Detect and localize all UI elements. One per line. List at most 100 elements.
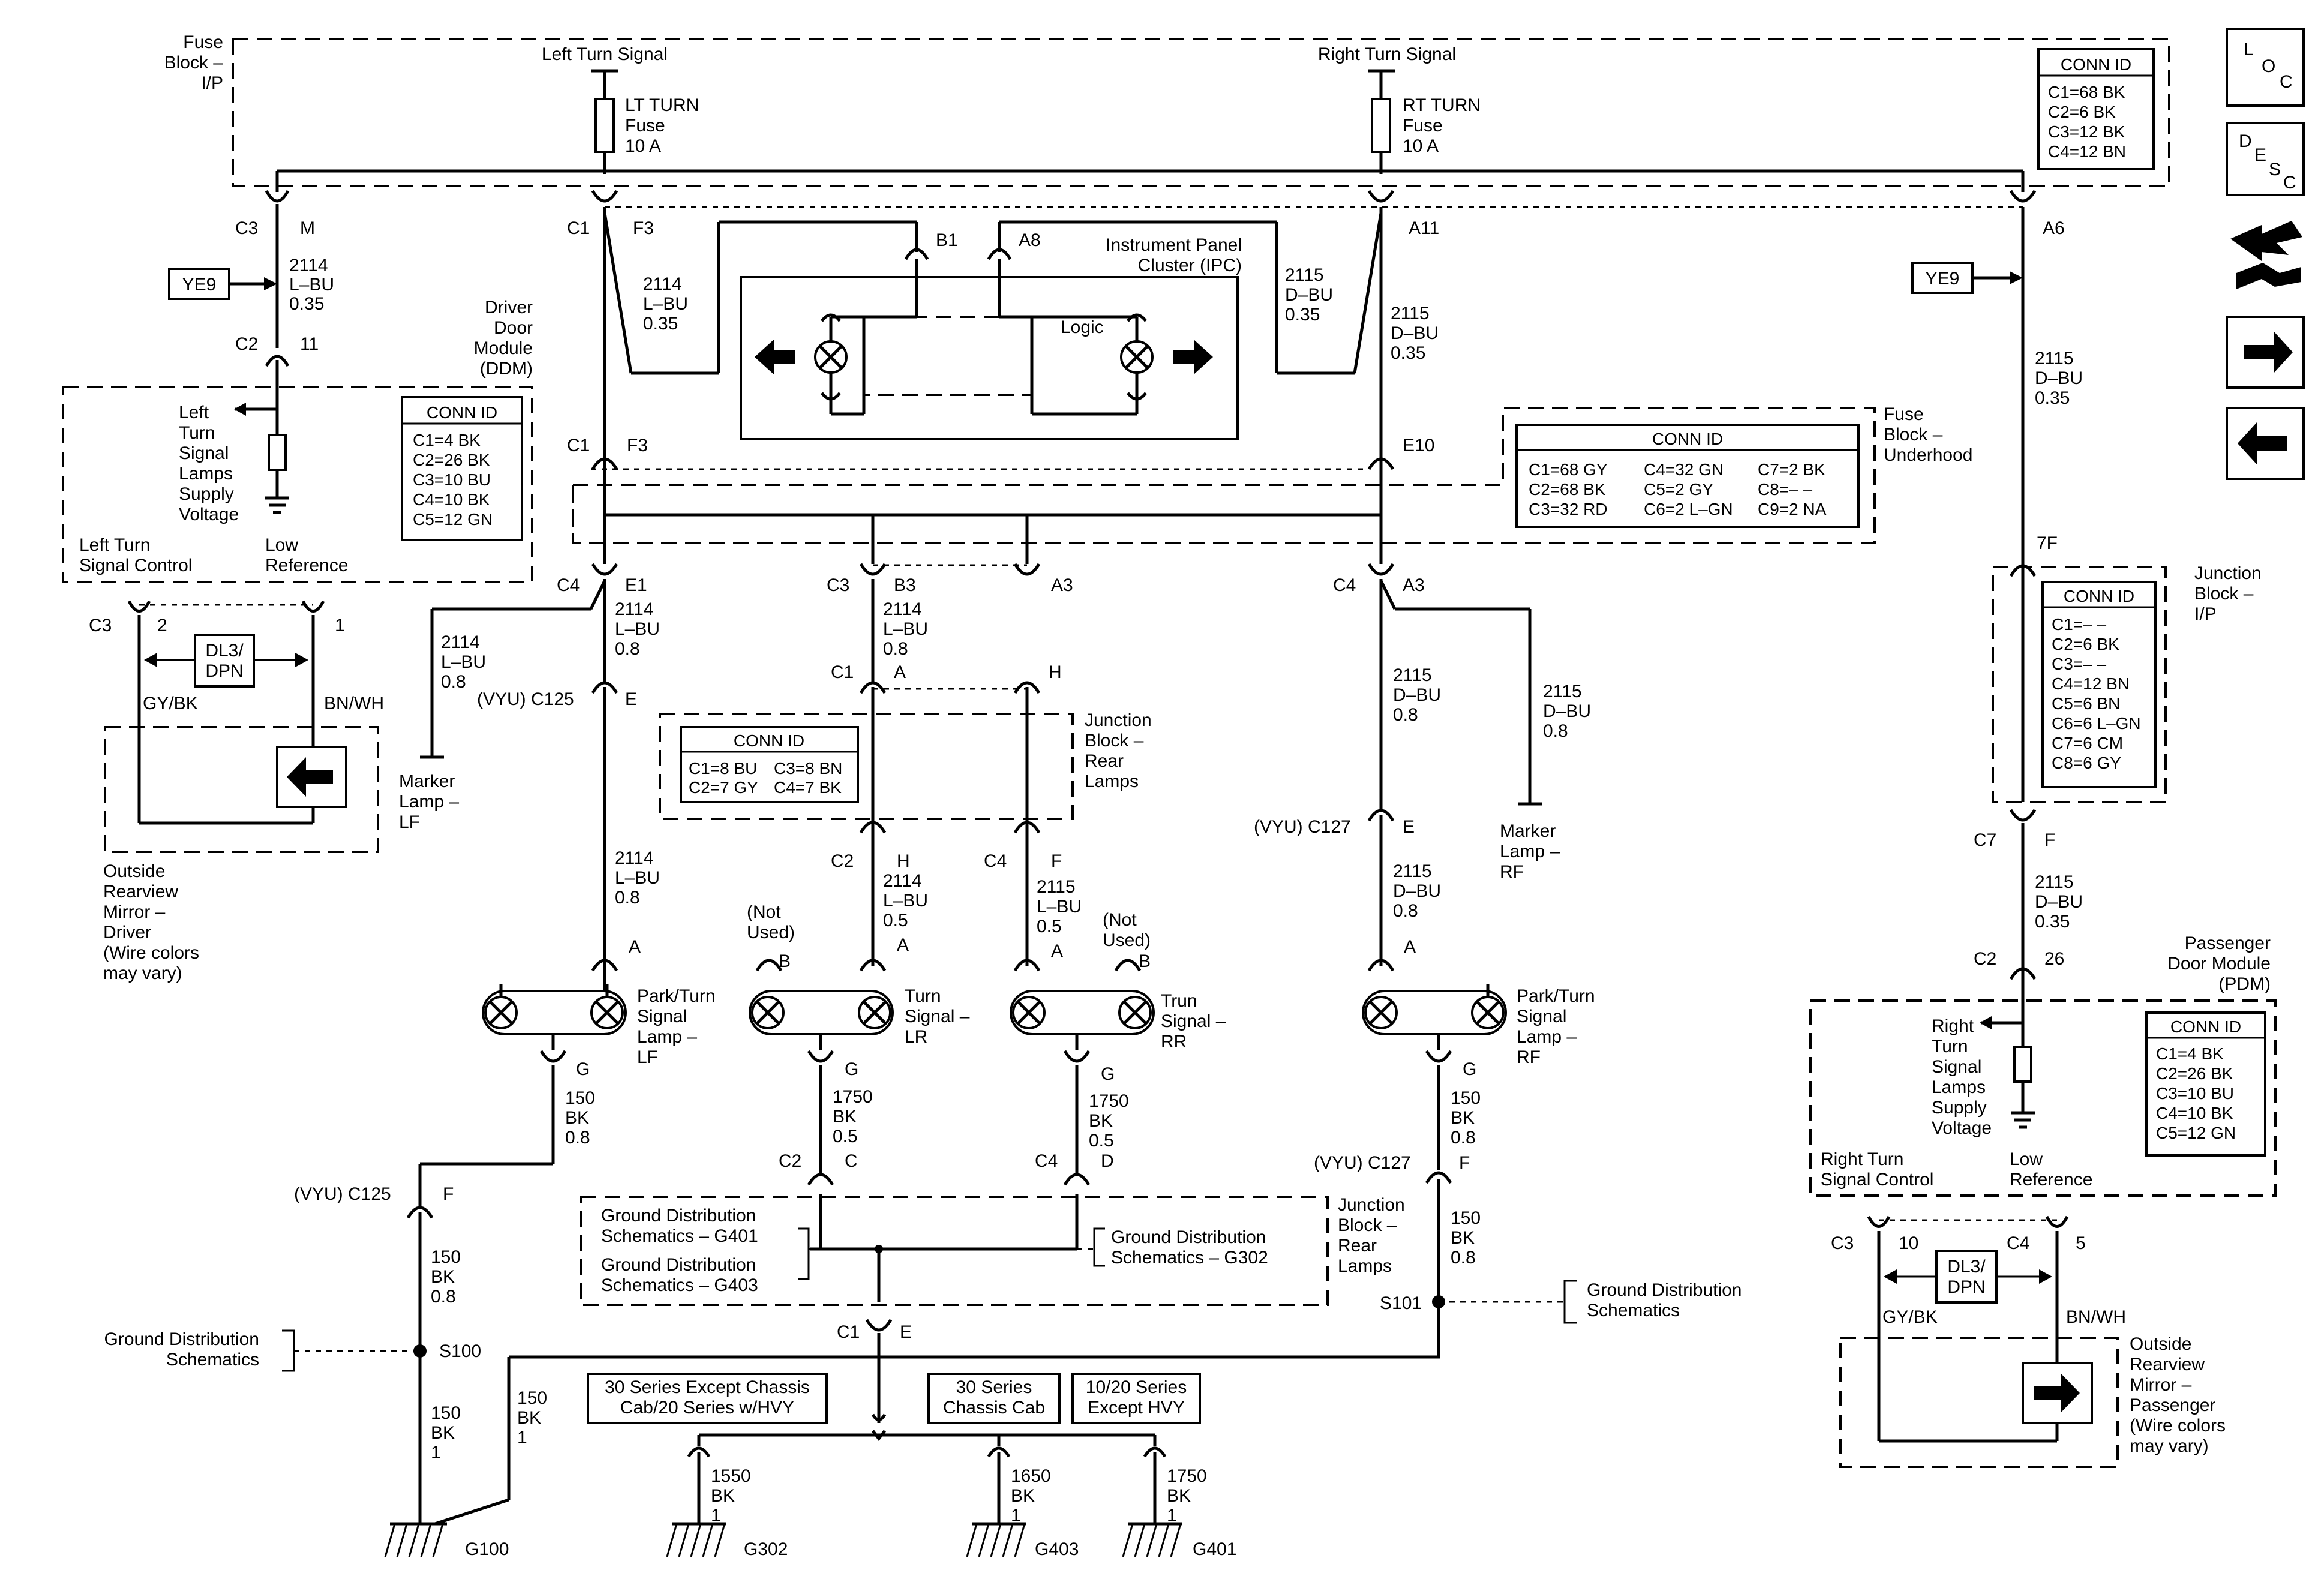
instrument-panel-cluster: B1 A8 Instrument Panel Cluster (IPC) Log… xyxy=(719,220,1242,440)
ddm-supply-1: Left xyxy=(179,403,209,422)
g403-wire-size: 1 xyxy=(1011,1506,1021,1526)
lt-turn-fuse-label-2: Fuse xyxy=(625,116,665,136)
jb-ip-conn-c4: C4=12 BN xyxy=(2052,674,2130,693)
ddm-control-1: Left Turn xyxy=(79,535,150,555)
pass-mirror-c4: C4 xyxy=(2007,1233,2029,1253)
lr-not-used-1: (Not xyxy=(747,902,781,922)
lf-wire-2-size: 0.8 xyxy=(615,888,640,908)
pass-mirror-label-2: Rearview xyxy=(2130,1355,2205,1374)
rr-c4: C4 xyxy=(984,851,1007,871)
rf-pin-g: G xyxy=(1463,1059,1476,1079)
driver-mirror-label-5: (Wire colors xyxy=(103,943,199,963)
pdm-lowref-1: Low xyxy=(2010,1149,2043,1169)
conn-c2-ddm: C2 xyxy=(235,334,258,354)
jb-ip-label-2: Block – xyxy=(2194,584,2254,604)
pdm-conn-2: C2=26 BK xyxy=(2156,1064,2233,1083)
fuse-block-ip-conn-id-title: CONN ID xyxy=(2061,55,2131,74)
ddm-label-4: (DDM) xyxy=(480,359,533,379)
loc-icon[interactable]: L O C xyxy=(2226,28,2305,107)
lr-wire-2-color: L–BU xyxy=(883,891,928,911)
marker-lf-label-3: LF xyxy=(399,812,420,832)
option-c-label-2: Except HVY xyxy=(1088,1398,1185,1418)
driver-mirror-label-6: may vary) xyxy=(103,963,182,983)
jb-rear-lower-label-2: Block – xyxy=(1338,1215,1397,1235)
rf-gnd-pin-f: F xyxy=(1459,1153,1470,1173)
g100-wire-3: 150 xyxy=(517,1388,547,1408)
pdm-wire-1: 2115 xyxy=(2035,349,2074,368)
pdm-circuit-lower: C7 F 2115 D–BU 0.35 C2 26 xyxy=(1974,809,2083,1047)
g302-wire: 1550 xyxy=(711,1466,751,1486)
fuse-block-ip-conn-4: C4=12 BN xyxy=(2048,142,2126,161)
g100-wire-2-color: BK xyxy=(431,1423,455,1443)
pdm-wire-2: 2115 xyxy=(2035,872,2074,892)
lr-gnd-wire: 1750 xyxy=(833,1087,873,1107)
g401-ref-2: Schematics – G401 xyxy=(601,1226,758,1246)
option-a-label-1: 30 Series Except Chassis xyxy=(605,1377,810,1397)
ddm-supply-5: Supply xyxy=(179,484,234,504)
jb-ip-conn-c3: C3=– – xyxy=(2052,655,2106,673)
rf-wire-1-color: D–BU xyxy=(1393,685,1441,705)
driver-dl3-label-2: DPN xyxy=(205,661,243,681)
g100-wire-3-color: BK xyxy=(517,1408,541,1428)
ipc-label-2: Cluster (IPC) xyxy=(1138,256,1242,275)
underhood-conn-c2: C2=68 BK xyxy=(1529,480,1606,499)
pdm-supply-5: Supply xyxy=(1932,1098,1987,1118)
rr-pin-g: G xyxy=(1101,1064,1115,1084)
pdm-label-1: Passenger xyxy=(2185,933,2271,953)
g302-wire-color: BK xyxy=(711,1486,735,1506)
driver-mirror-label-2: Rearview xyxy=(103,882,178,902)
underhood-label-2: Block – xyxy=(1884,425,1943,445)
underhood-conn-c1: C1=68 GY xyxy=(1529,460,1608,479)
previous-arrow-icon[interactable] xyxy=(2226,407,2305,480)
jb-ip-conn-c5: C5=6 BN xyxy=(2052,694,2120,713)
ipc-label-1: Instrument Panel xyxy=(1106,235,1242,255)
next-arrow-icon[interactable] xyxy=(2226,316,2305,389)
lf-gnd-wire-color: BK xyxy=(565,1108,589,1128)
jb-ip-c7: C7 xyxy=(1974,830,1996,850)
lf-gnd-wire: 150 xyxy=(565,1088,595,1108)
rt-wire-2115-size: 0.35 xyxy=(1391,343,1425,363)
lr-lamp-label-1: Turn xyxy=(905,986,941,1006)
ipc-logic-label: Logic xyxy=(1061,317,1104,337)
driver-mirror-pin-1: 1 xyxy=(335,616,345,635)
underhood-conn-c4: C4=32 GN xyxy=(1644,460,1724,479)
rr-lamp-label-2: Signal – xyxy=(1161,1011,1226,1031)
gd-right-ref-2: Schematics xyxy=(1587,1301,1680,1320)
component-locator-icon[interactable] xyxy=(2230,221,2302,289)
rf-wire-2-size: 0.8 xyxy=(1393,901,1418,921)
ddm-label-3: Module xyxy=(474,338,533,358)
marker-lf-label-1: Marker xyxy=(399,772,455,791)
nav-icon-column: L O C D E S C xyxy=(2226,28,2305,480)
rf-gnd-vyu-c127: (VYU) C127 xyxy=(1314,1153,1411,1173)
rf-wire-2-color: D–BU xyxy=(1393,881,1441,901)
pdm-supply-4: Lamps xyxy=(1932,1077,1986,1097)
lr-c2: C2 xyxy=(831,851,854,871)
lf-wire-1: 2114 xyxy=(615,599,654,619)
gd-right-ref-1: Ground Distribution xyxy=(1587,1280,1742,1300)
underhood-conn-c9: C9=2 NA xyxy=(1758,500,1827,518)
ddm-supply-6: Voltage xyxy=(179,505,239,524)
marker-rf-wire-color: D–BU xyxy=(1543,701,1591,721)
lt-turn-fuse-label-3: 10 A xyxy=(625,136,661,156)
option-c-label-1: 10/20 Series xyxy=(1086,1377,1187,1397)
marker-rf-wire: 2115 xyxy=(1543,682,1582,701)
ipc-pin-b1: B1 xyxy=(936,230,958,250)
marker-rf-label-2: Lamp – xyxy=(1500,842,1560,861)
rr-gnd-wire: 1750 xyxy=(1089,1091,1129,1111)
g302-ref-2: Schematics – G302 xyxy=(1111,1248,1268,1268)
s101-label: S101 xyxy=(1380,1293,1422,1313)
pass-bn-wh-label: BN/WH xyxy=(2066,1307,2126,1327)
pdm-wire-1-color: D–BU xyxy=(2035,368,2083,388)
pass-dl3-label-1: DL3/ xyxy=(1947,1257,1986,1277)
jb-rear-conn-c3: C3=8 BN xyxy=(774,759,842,778)
ddm-lowref-1: Low xyxy=(265,535,298,555)
pin-11: 11 xyxy=(300,334,319,354)
g401-wire: 1750 xyxy=(1167,1466,1207,1486)
lf-c4: C4 xyxy=(557,575,580,595)
desc-icon[interactable]: D E S C xyxy=(2226,122,2305,196)
wire-2114-label: 2114 xyxy=(289,256,328,275)
pdm-feed-circuit: A6 YE9 2115 D–BU 0.35 7F xyxy=(1911,171,2083,577)
ddm-supply-4: Lamps xyxy=(179,464,233,484)
g100-wire-1: 150 xyxy=(431,1247,461,1267)
rf-wire-1-size: 0.8 xyxy=(1393,705,1418,725)
